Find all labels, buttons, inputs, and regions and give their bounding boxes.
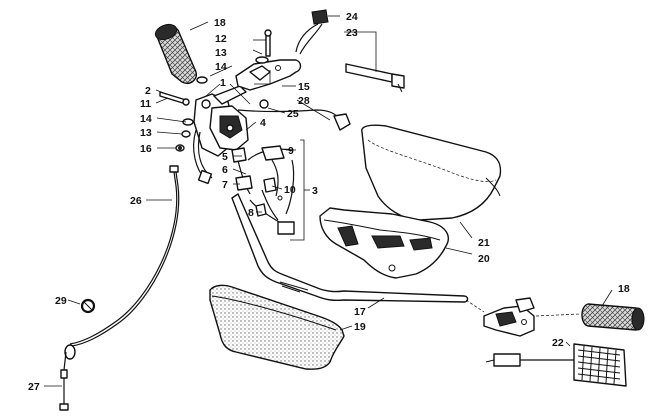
callout-29: 29 [55, 295, 67, 307]
grip-left [154, 23, 197, 84]
hand-guard-bracket [319, 207, 449, 279]
grip-heater-element [485, 343, 627, 387]
throttle-cable [59, 165, 180, 411]
callout-8: 8 [248, 207, 254, 219]
switch-harness [231, 145, 295, 235]
callout-19: 19 [354, 321, 366, 333]
callout-13: 13 [140, 127, 152, 139]
callout-2: 2 [145, 85, 151, 97]
callout-23: 23 [346, 27, 358, 39]
brake-lever [235, 59, 302, 91]
handlebar-pad [209, 284, 345, 370]
callout-7: 7 [222, 179, 228, 191]
throttle-lever [237, 99, 351, 131]
callout-13: 13 [215, 47, 227, 59]
callout-22: 22 [552, 337, 564, 349]
callout-10: 10 [284, 184, 296, 196]
callout-3: 3 [312, 185, 318, 197]
callout-27: 27 [28, 381, 40, 393]
hardware-screws [159, 29, 272, 152]
callout-24: 24 [346, 11, 358, 23]
callout-26: 26 [130, 195, 142, 207]
hand-guard [361, 124, 502, 221]
callout-20: 20 [478, 253, 490, 265]
cable-clip [80, 298, 96, 314]
handlebar [231, 193, 469, 303]
callout-17: 17 [354, 306, 366, 318]
throttle-housing-right [465, 297, 581, 337]
callout-18: 18 [214, 17, 226, 29]
callout-9: 9 [288, 145, 294, 157]
callout-labels: 18 12 13 14 1 2 11 14 13 16 15 28 25 4 5… [28, 11, 630, 393]
callout-14: 14 [215, 61, 227, 73]
grip-heater-harness [295, 9, 405, 93]
callout-5: 5 [222, 151, 228, 163]
callout-21: 21 [478, 237, 490, 249]
callout-15: 15 [298, 81, 310, 93]
brake-control-housing [193, 85, 249, 185]
callout-18: 18 [618, 283, 630, 295]
callout-11: 11 [140, 98, 151, 110]
callout-28: 28 [298, 95, 310, 107]
callout-12: 12 [215, 33, 227, 45]
callout-16: 16 [140, 143, 152, 155]
callout-1: 1 [220, 77, 226, 89]
callout-6: 6 [222, 164, 228, 176]
callout-25: 25 [287, 108, 299, 120]
callout-14: 14 [140, 113, 152, 125]
grip-right [581, 303, 645, 331]
leader-lines [44, 15, 613, 387]
callout-4: 4 [260, 117, 266, 129]
